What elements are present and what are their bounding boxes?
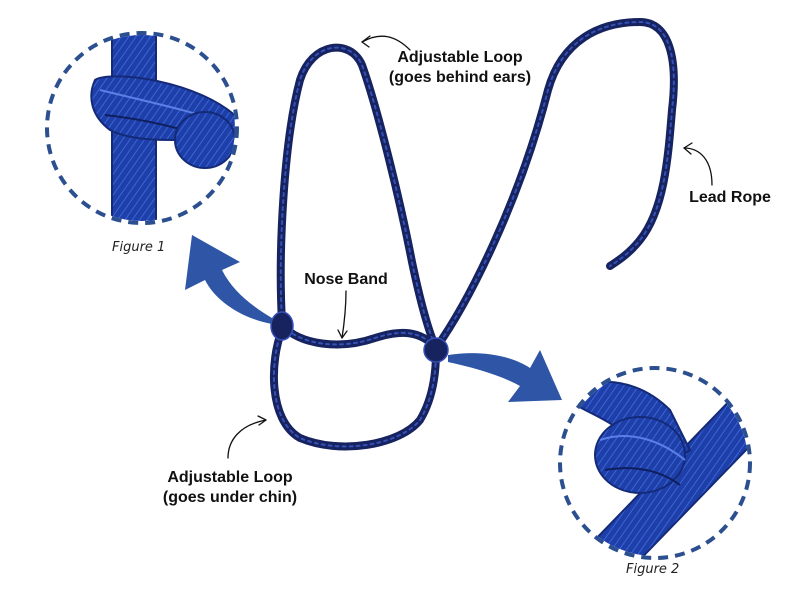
halter-rope — [269, 18, 678, 451]
label-lead-rope: Lead Rope — [689, 189, 771, 206]
top-adjustable-loop — [276, 43, 440, 352]
label-adjustable-loop-ears-line1: Adjustable Loop — [397, 49, 523, 66]
label-adjustable-loop-ears-line2: (goes behind ears) — [388, 69, 532, 86]
label-adjustable-loop-ears: Adjustable Loop (goes behind ears) — [380, 48, 540, 88]
label-adjustable-loop-chin-line2: (goes under chin) — [162, 489, 298, 506]
figure1-caption: Figure 1 — [112, 240, 166, 255]
figure1-closeup — [45, 31, 239, 225]
label-nose-band: Nose Band — [304, 271, 388, 288]
left-knot — [270, 311, 294, 341]
label-adjustable-loop-chin-line1: Adjustable Loop — [167, 469, 293, 486]
figure2-caption: Figure 2 — [626, 562, 680, 577]
pointer-arrows — [227, 35, 713, 459]
nose-band-rope — [278, 321, 440, 352]
label-adjustable-loop-chin: Adjustable Loop (goes under chin) — [150, 468, 310, 508]
figure2-closeup — [558, 366, 752, 560]
arrow-to-figure1 — [185, 235, 272, 324]
right-knot — [423, 337, 449, 363]
arrow-to-figure2 — [448, 350, 562, 402]
